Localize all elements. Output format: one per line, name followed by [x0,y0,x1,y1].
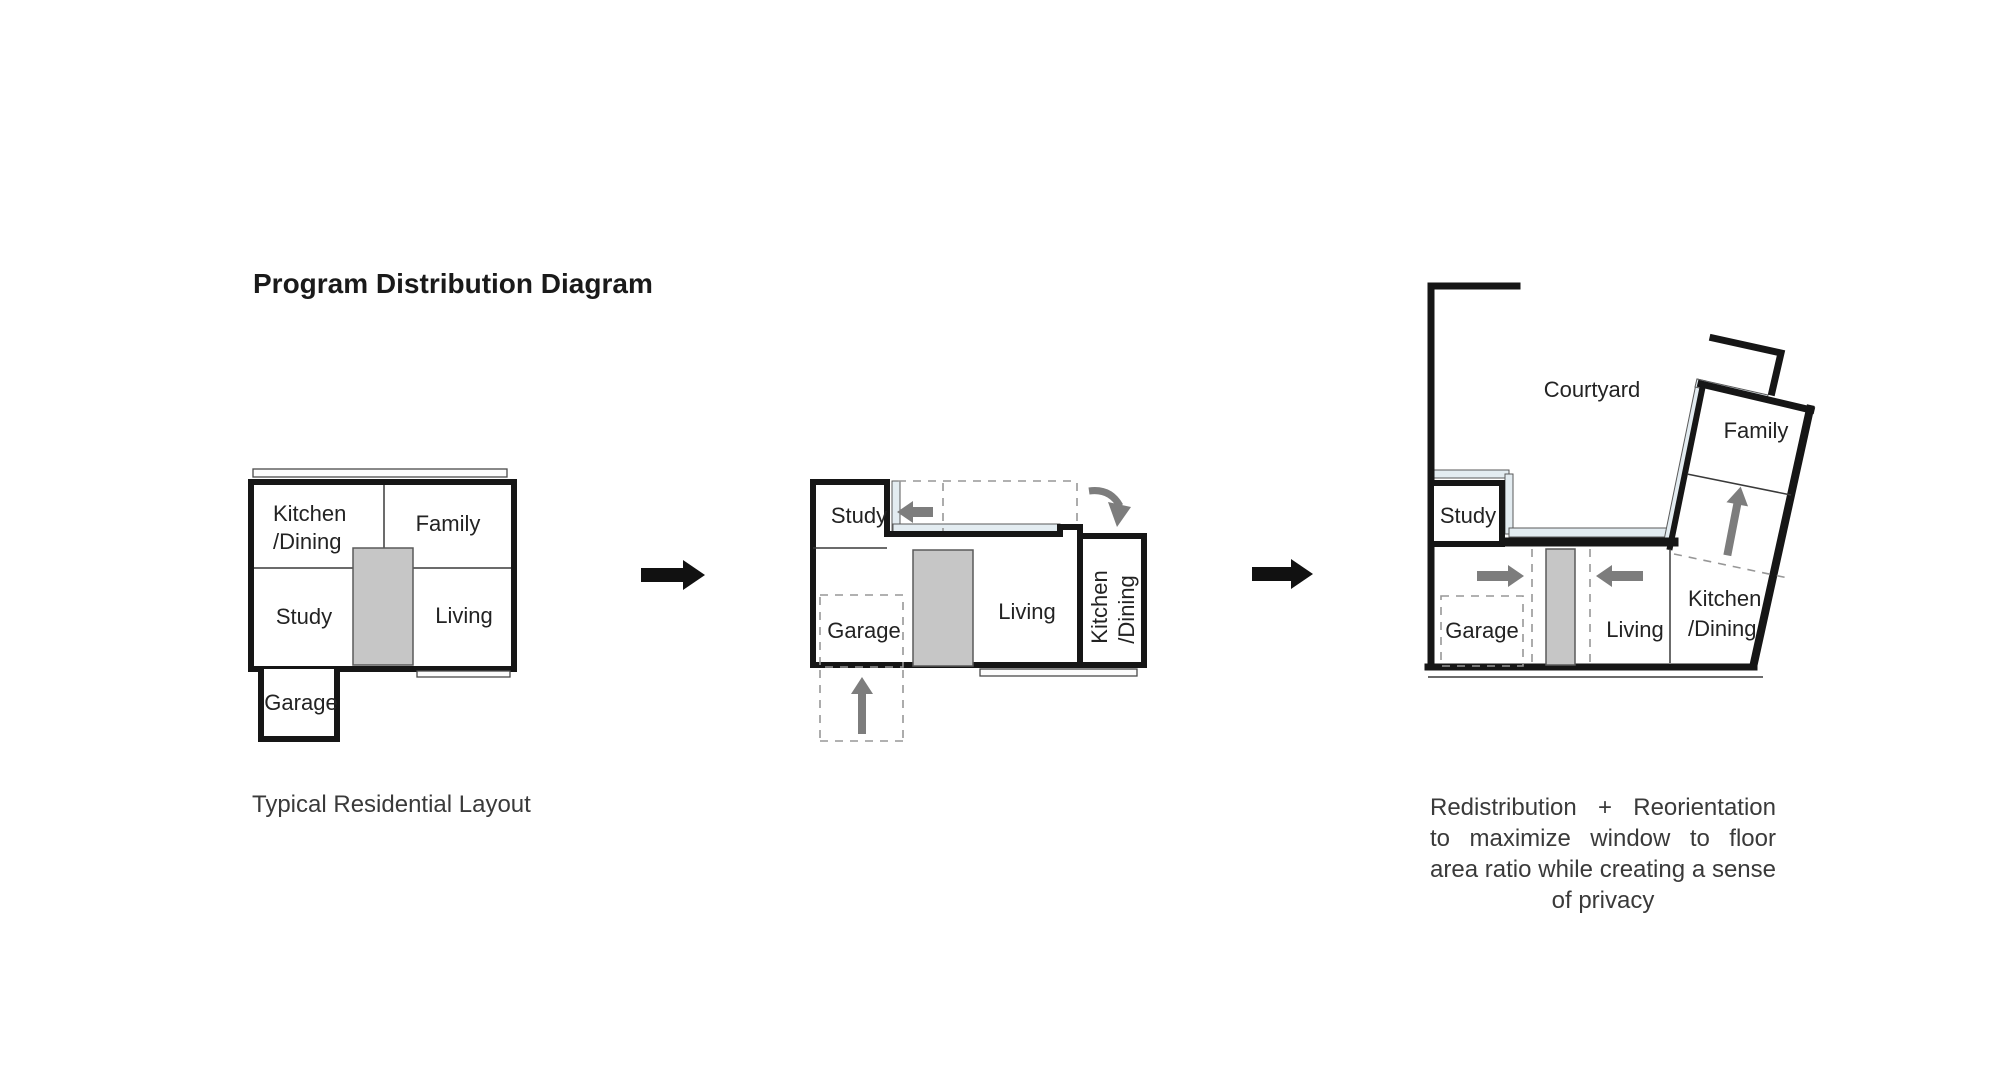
garage-dashed [819,594,904,668]
window-band-top [252,468,508,478]
room-label-line: Kitchen [273,501,347,526]
wing-right-wall [1749,404,1815,668]
caption-line: Redistribution + Reorientation [1430,794,1776,821]
caption-line: of privacy [1551,887,1655,914]
plan-typical [248,468,517,742]
plan-caption-typical: Typical Residential Layout [252,791,531,818]
room-label-kitchen-dining: Kitchen /Dining [1688,584,1761,644]
room-label-garage: Garage [1445,618,1519,643]
room-label-courtyard: Courtyard [1543,377,1641,402]
caption-line: to maximize window to floor [1430,825,1776,852]
move-up-arrow-icon [851,677,873,734]
room-label-living: Living [998,599,1056,624]
garage-outline [258,666,340,742]
window-band [1508,527,1672,538]
rotate-cw-arrow-icon [1088,487,1124,508]
room-label-living: Living [1606,617,1664,642]
window-band-bottom [979,668,1138,677]
plan-final [1424,282,1816,678]
service-core [1545,548,1576,666]
flow-arrow-icon [1252,559,1313,589]
plan-caption-final: Redistribution + Reorientation to maximi… [1430,792,1776,916]
room-label-line: Kitchen [1688,586,1762,611]
wing-fill [1670,385,1810,664]
page-title: Program Distribution Diagram [253,268,653,299]
room-label-family: Family [415,511,481,536]
room-label-line: Kitchen [1087,570,1112,644]
room-label-garage: Garage [264,690,338,715]
privacy-wall [1708,333,1786,397]
move-right-arrow-icon [1477,565,1524,587]
room-label-family: Family [1723,418,1789,443]
room-label-kitchen-dining: Kitchen /Dining [273,500,346,556]
room-label-line: /Dining [1688,616,1757,641]
old-wall-dashed [1673,553,1789,579]
room-label-kitchen-dining: Kitchen /Dining [1086,570,1140,643]
room-label-line: /Dining [1114,575,1139,644]
window-band [1428,469,1510,479]
partition-line [1686,473,1792,496]
caption-line: area ratio while creating a sense [1430,856,1776,883]
plan-intermediate [810,479,1147,742]
room-label-study: Study [1439,503,1497,528]
room-label-line: /Dining [273,529,342,554]
room-label-garage: Garage [827,618,901,643]
rotate-cw-arrowhead-icon [1108,502,1131,527]
move-up-arrow-icon [1723,486,1749,557]
room-label-living: Living [435,603,493,628]
room-label-study: Study [275,604,333,629]
flow-arrow-icon [641,560,705,590]
move-left-arrow-icon [897,501,933,523]
move-left-arrow-icon [1596,565,1643,587]
window-band-bottom [416,670,511,678]
window-band [892,523,1061,533]
room-label-study: Study [830,503,888,528]
study-outline [1428,480,1505,547]
wing-top-wall [1696,379,1816,415]
service-core [912,549,974,667]
service-core [352,547,414,666]
kitchen-dining-outline [1077,533,1147,668]
wing-left-wall [1666,381,1707,551]
window-band [1504,473,1514,535]
